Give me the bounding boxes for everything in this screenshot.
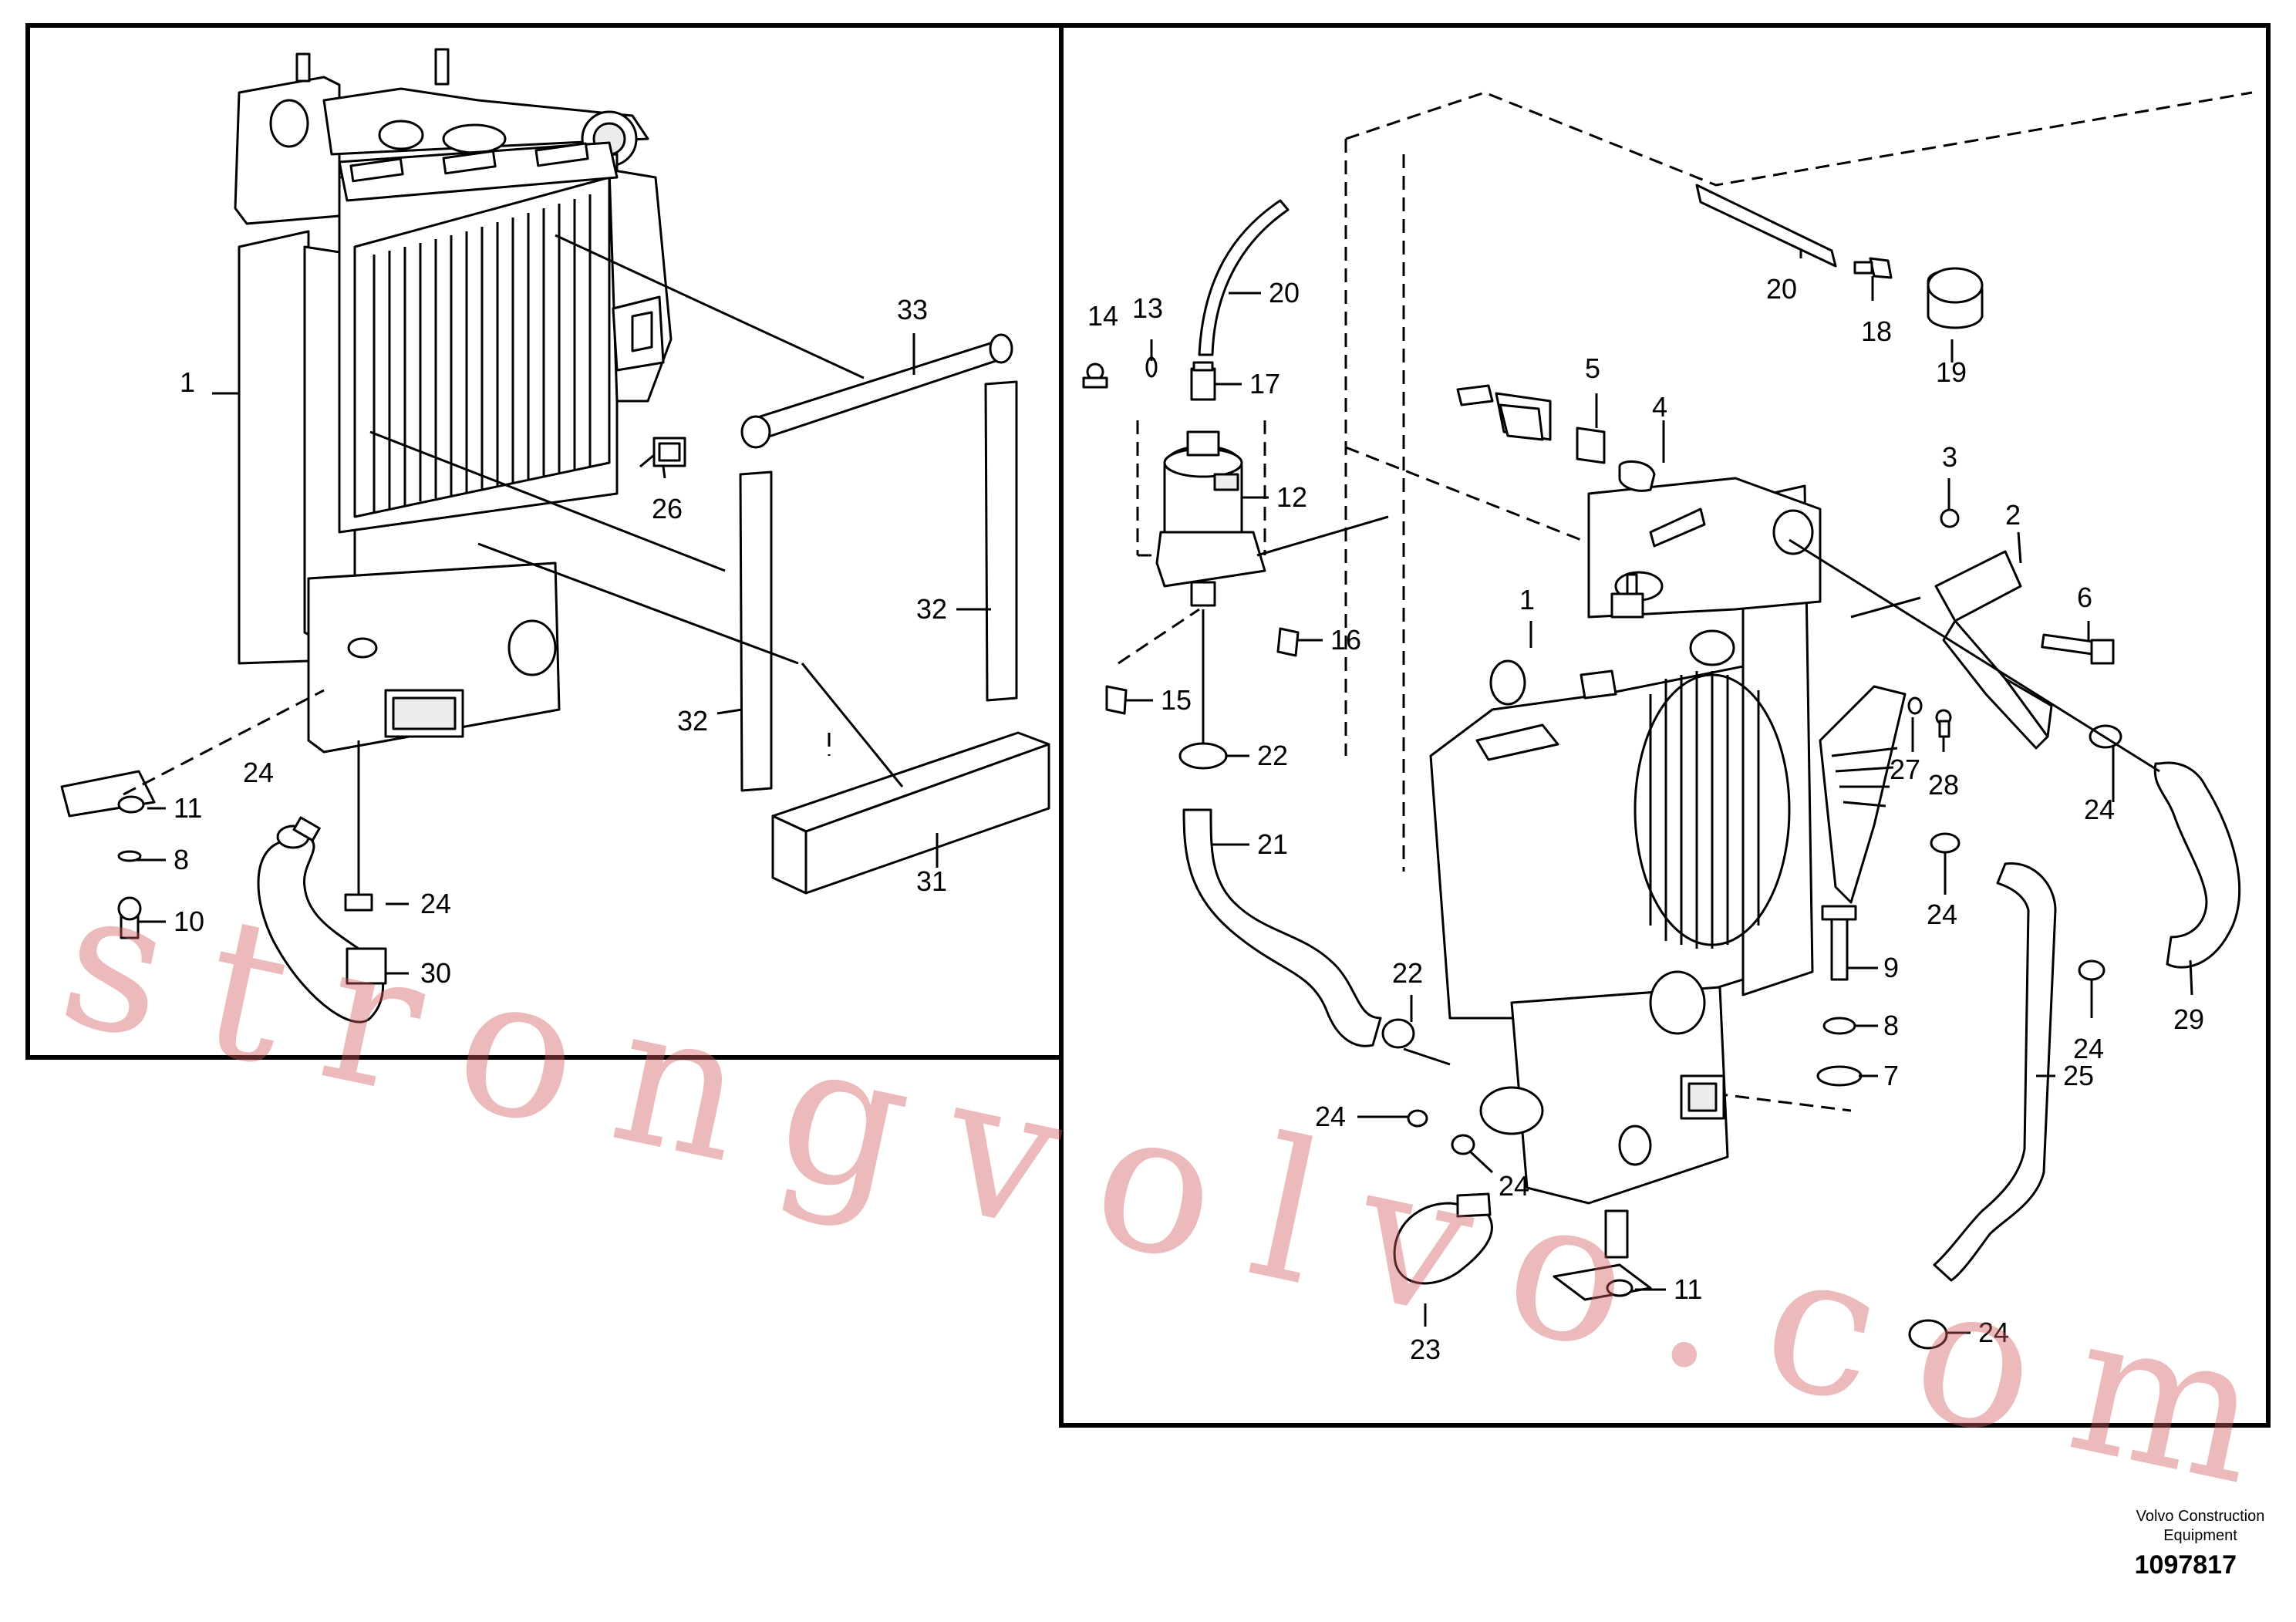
label-right-8: 8 [1883, 1010, 1899, 1041]
right-panel: 14 13 20 17 12 16 15 22 21 20 18 19 5 4 … [1059, 23, 2271, 1428]
label-left-24b: 24 [420, 888, 451, 919]
label-left-26: 26 [652, 493, 683, 524]
label-right-23: 23 [1410, 1334, 1441, 1365]
part-18-fitting [1853, 257, 1893, 279]
label-right-24a: 24 [2084, 794, 2115, 825]
label-right-17: 17 [1249, 368, 1280, 400]
label-right-25: 25 [2063, 1060, 2094, 1091]
label-right-24e: 24 [1499, 1170, 1529, 1202]
label-right-9: 9 [1883, 952, 1899, 983]
label-left-10: 10 [174, 905, 204, 937]
part-17-fitting [1190, 361, 1216, 401]
radiator-fins [373, 194, 592, 513]
label-left-32b: 32 [677, 705, 708, 737]
part-20-hose-right [1649, 184, 1837, 548]
footer-company-line2: Equipment [2163, 1527, 2237, 1544]
label-right-24c: 24 [2073, 1033, 2104, 1064]
expansion-tank [234, 48, 649, 225]
label-right-21: 21 [1257, 828, 1288, 860]
part-23-hose [1393, 1202, 1493, 1285]
hose-clamps-left [292, 816, 373, 912]
radiator-core [238, 141, 673, 665]
part-19-cap [1927, 267, 1984, 329]
label-right-15: 15 [1161, 684, 1192, 716]
label-right-20a: 20 [1269, 277, 1300, 309]
label-right-20b: 20 [1766, 273, 1797, 305]
parts-4-5 [1456, 384, 1656, 492]
label-right-29: 29 [2173, 1003, 2204, 1035]
label-right-7: 7 [1883, 1060, 1899, 1091]
radiator-assembly-right [1429, 477, 1822, 1205]
label-left-33: 33 [897, 294, 928, 325]
label-left-1: 1 [180, 366, 195, 398]
label-right-13: 13 [1132, 292, 1163, 324]
part-31-block [771, 731, 1050, 895]
label-right-24f: 24 [1978, 1317, 2009, 1348]
parts-7-8-9 [1816, 905, 1863, 1087]
label-left-24a: 24 [243, 757, 274, 788]
part-33 [740, 333, 1013, 449]
part-1-right-tank [1610, 592, 1644, 619]
label-left-32a: 32 [916, 593, 947, 625]
part-27-shroud [1819, 685, 1907, 904]
part-26 [639, 437, 686, 468]
left-panel: 1 33 26 32 32 31 24 24 11 8 10 30 [25, 23, 1064, 1060]
right-radiator-fins [1649, 671, 1760, 949]
label-right-24b: 24 [1927, 899, 1957, 930]
label-right-18: 18 [1861, 315, 1892, 347]
hose-clamps-right [1381, 724, 2122, 1350]
label-right-27: 27 [1890, 754, 1920, 785]
part-11-mount [1553, 1209, 1652, 1301]
footer: Volvo Construction Equipment 1097817 [2135, 1508, 2265, 1580]
footer-drawing-number: 1097817 [2135, 1550, 2237, 1580]
part-21-hose [1182, 808, 1382, 1047]
parts-27-28-small [1907, 696, 1952, 738]
label-right-28: 28 [1928, 769, 1959, 801]
label-right-5: 5 [1585, 352, 1600, 384]
label-right-19: 19 [1936, 356, 1967, 388]
label-left-11: 11 [174, 792, 202, 824]
mount-hardware-left [60, 770, 156, 939]
label-right-11: 11 [1674, 1273, 1702, 1305]
part-25-hose [1933, 862, 2057, 1282]
part-22-clamp-top [1178, 742, 1228, 770]
label-right-14: 14 [1087, 300, 1118, 332]
label-right-6: 6 [2077, 582, 2092, 613]
label-right-12: 12 [1276, 481, 1307, 513]
label-left-30: 30 [420, 957, 451, 989]
label-right-3: 3 [1942, 441, 1957, 473]
parts-15-16 [1105, 627, 1300, 715]
right-panel-frame [1059, 23, 2271, 1428]
part-29-hose [2153, 761, 2241, 969]
label-right-16: 16 [1330, 624, 1361, 656]
label-right-2: 2 [2005, 499, 2021, 531]
label-right-24d: 24 [1315, 1101, 1346, 1132]
lower-tank [307, 561, 561, 754]
label-right-4: 4 [1652, 391, 1667, 423]
label-right-1: 1 [1519, 584, 1535, 615]
label-right-22a: 22 [1257, 740, 1288, 771]
label-left-8: 8 [174, 844, 189, 875]
part-32-strips [739, 380, 1018, 792]
footer-company-line1: Volvo Construction [2136, 1508, 2265, 1525]
label-left-31: 31 [916, 865, 947, 897]
label-right-22b: 22 [1392, 957, 1423, 989]
part-20-hose-left [1198, 199, 1290, 356]
part-12-filter [1155, 430, 1266, 607]
